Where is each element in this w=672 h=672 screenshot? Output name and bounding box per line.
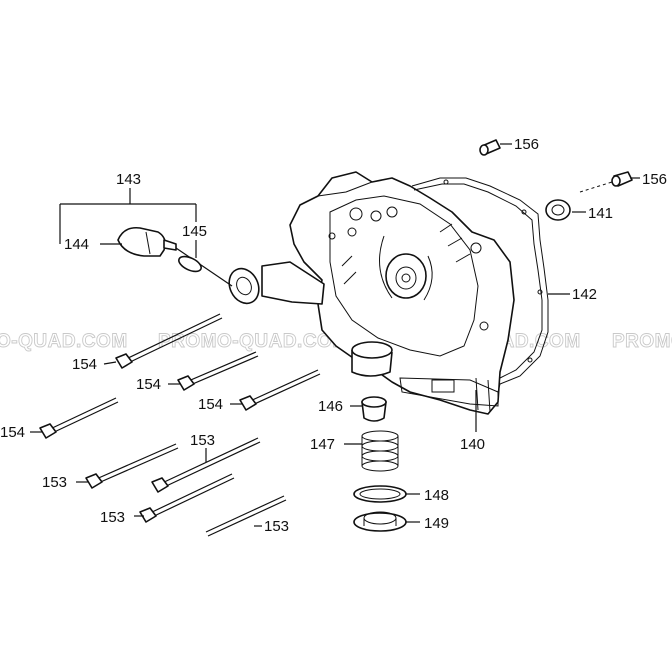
callout-156-upper: 156 (514, 136, 539, 153)
filter-o-ring-148 (353, 485, 407, 503)
gasket-142 (411, 177, 549, 393)
callout-140: 140 (460, 436, 485, 453)
bolt-153-a (85, 443, 179, 489)
callout-143: 143 (116, 171, 141, 188)
o-ring-145 (178, 255, 202, 273)
dipstick-144 (117, 226, 233, 287)
callout-146: 146 (318, 398, 343, 415)
bolt-153-c (139, 473, 235, 523)
oil-seal-141 (545, 199, 571, 221)
bolt-153-b (151, 437, 261, 493)
callout-142: 142 (572, 286, 597, 303)
dowel-pin-156-lower (579, 171, 633, 193)
callout-153-b: 153 (190, 432, 215, 449)
callout-153-c: 153 (100, 509, 125, 526)
bolt-154-a (115, 313, 223, 369)
bolt-154-c (239, 369, 321, 411)
filter-cap-146 (361, 396, 387, 422)
callout-153-d: 153 (264, 518, 289, 535)
callout-144: 144 (64, 236, 89, 253)
crankcase-cover-140 (228, 171, 515, 415)
callout-153-a: 153 (42, 474, 67, 491)
callout-154-c: 154 (198, 396, 223, 413)
callout-141: 141 (588, 205, 613, 222)
watermark-4: PROMO (612, 331, 672, 352)
callout-154-b: 154 (136, 376, 161, 393)
callout-148: 148 (424, 487, 449, 504)
bolt-154-d (39, 397, 119, 439)
callout-labels: 143 144 145 156 156 141 142 140 146 147 … (0, 136, 667, 535)
callout-154-a: 154 (72, 356, 97, 373)
callout-145: 145 (182, 223, 207, 240)
watermark-2: PROMO-QUAD.COM (158, 331, 349, 352)
bolt-153-d (205, 495, 287, 537)
leader-lines (30, 143, 640, 527)
watermark-1: O-QUAD.COM (0, 331, 128, 352)
callout-149: 149 (424, 515, 449, 532)
filter-spring-147 (361, 430, 399, 472)
callout-154-d: 154 (0, 424, 25, 441)
dowel-pin-156-upper (479, 139, 501, 156)
callout-147: 147 (310, 436, 335, 453)
filter-drain-plug-149 (353, 511, 407, 532)
bolt-154-b (177, 351, 259, 391)
callout-156-lower: 156 (642, 171, 667, 188)
